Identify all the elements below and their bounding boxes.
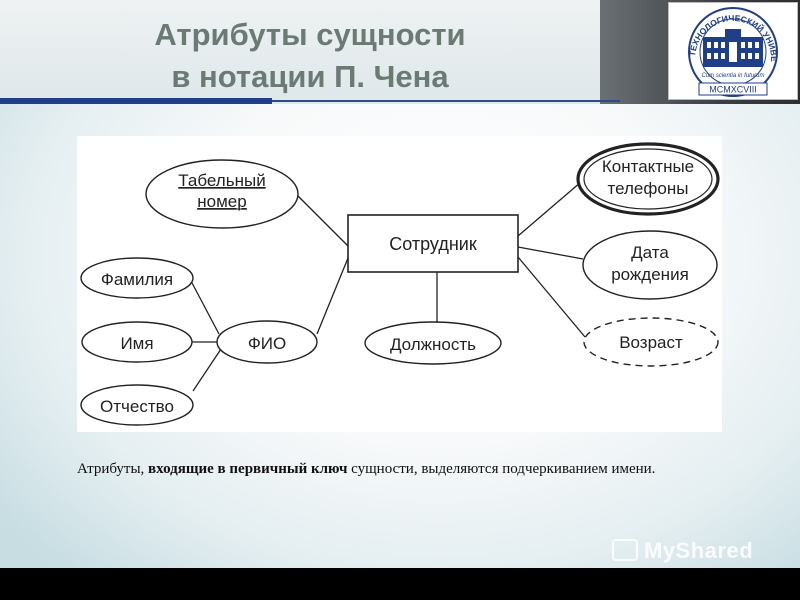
link-phones-entity bbox=[517, 181, 582, 237]
attr-surname: Фамилия bbox=[80, 257, 194, 299]
watermark-text: MyShared bbox=[644, 538, 754, 563]
attr-tabnum-line2: номер bbox=[197, 192, 246, 211]
watermark: MyShared bbox=[612, 538, 753, 564]
attr-birthdate: Дата рождения bbox=[582, 230, 718, 300]
logo-motto: Cum scientia in futurum bbox=[701, 73, 764, 79]
link-tabnum-entity bbox=[297, 195, 349, 247]
title-underline-thick bbox=[0, 98, 272, 104]
attr-position: Должность bbox=[364, 321, 502, 365]
attr-patronymic: Отчество bbox=[80, 384, 194, 426]
link-patronymic-fio bbox=[192, 348, 222, 392]
attr-surname-label: Фамилия bbox=[101, 270, 173, 289]
link-surname-fio bbox=[190, 280, 220, 335]
er-diagram: Сотрудник Табельный номер Фамилия Имя От… bbox=[77, 136, 722, 432]
title-line-1: Атрибуты сущности bbox=[154, 17, 466, 52]
entity-employee: Сотрудник bbox=[347, 214, 519, 273]
caption-suffix: сущности, выделяются подчеркиванием имен… bbox=[347, 461, 656, 477]
attr-fio: ФИО bbox=[216, 320, 318, 364]
attr-tabnum: Табельный номер bbox=[145, 159, 299, 229]
logo-emblem: ТЕХНОЛОГИЧЕСКИЙ УНИВЕРСИТЕТ Cum scientia… bbox=[669, 3, 779, 97]
attr-position-label: Должность bbox=[390, 335, 476, 354]
attr-phones-line1: Контактные bbox=[602, 157, 694, 176]
title-underline-thin bbox=[272, 100, 620, 102]
caption-prefix: Атрибуты, bbox=[77, 461, 149, 477]
chen-notation-diagram: Сотрудник Табельный номер Фамилия Имя От… bbox=[80, 142, 720, 426]
attr-patronymic-label: Отчество bbox=[100, 397, 174, 416]
attr-phones: Контактные телефоны bbox=[576, 142, 720, 216]
title-line-2: в нотации П. Чена bbox=[171, 59, 449, 94]
attr-birth-line2: рождения bbox=[611, 265, 689, 284]
attr-name-label: Имя bbox=[120, 334, 153, 353]
presentation-icon bbox=[612, 539, 638, 561]
link-birth-entity bbox=[517, 246, 584, 260]
attr-tabnum-line1: Табельный bbox=[178, 171, 265, 190]
attr-age: Возраст bbox=[583, 317, 719, 367]
caption-bold: входящие в первичный ключ bbox=[148, 461, 348, 477]
university-logo: ТЕХНОЛОГИЧЕСКИЙ УНИВЕРСИТЕТ Cum scientia… bbox=[668, 2, 798, 100]
entity-label: Сотрудник bbox=[389, 234, 477, 254]
slide-caption: Атрибуты, входящие в первичный ключ сущн… bbox=[77, 457, 697, 482]
attr-phones-line2: телефоны bbox=[608, 179, 689, 198]
attr-birth-line1: Дата bbox=[631, 243, 669, 262]
attr-name: Имя bbox=[81, 321, 193, 363]
link-age-entity bbox=[517, 256, 586, 338]
slide: Атрибуты сущности в нотации П. Чена ТЕХН… bbox=[0, 0, 800, 568]
link-fio-entity bbox=[316, 257, 349, 335]
bottom-bar bbox=[0, 568, 800, 600]
attr-fio-label: ФИО bbox=[248, 334, 286, 353]
attr-age-label: Возраст bbox=[619, 333, 683, 352]
header-band bbox=[0, 0, 640, 104]
slide-title: Атрибуты сущности в нотации П. Чена bbox=[90, 14, 530, 98]
logo-year: MCMXCVIII bbox=[709, 85, 757, 95]
